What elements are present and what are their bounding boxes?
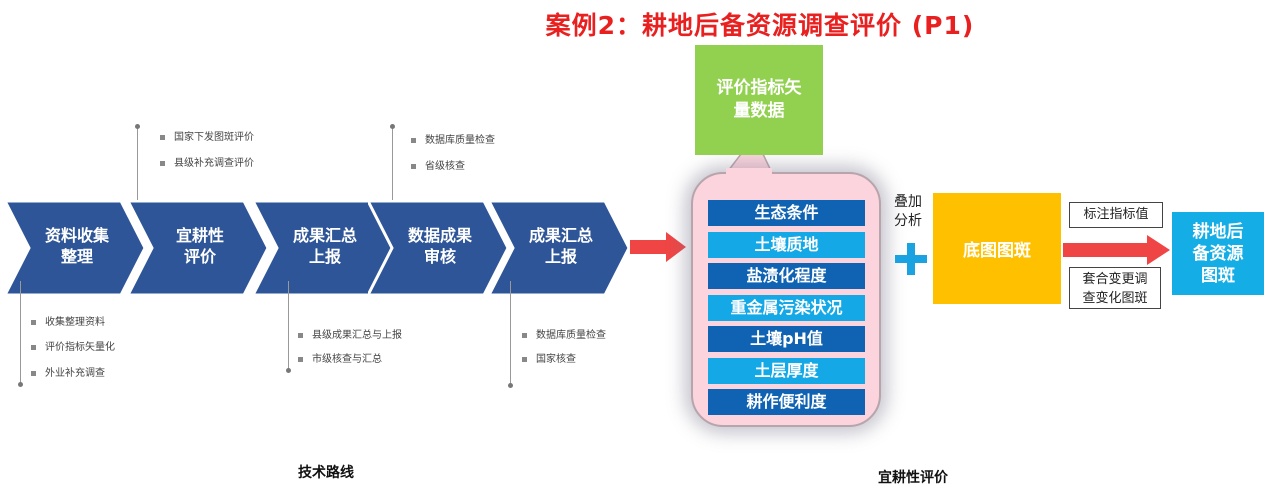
indicator-item: 耕作便利度 <box>708 389 865 415</box>
note-item: 国家核查 <box>522 350 576 365</box>
note-item: 省级核查 <box>411 157 465 172</box>
connector-dot <box>135 124 140 129</box>
note-item: 外业补充调查 <box>31 364 105 379</box>
caption-right: 宜耕性评价 <box>878 470 948 486</box>
connector-dot <box>18 382 23 387</box>
process-step: 成果汇总 上报 <box>489 201 629 295</box>
vector-data-box: 评价指标矢 量数据 <box>695 45 823 155</box>
indicator-item: 生态条件 <box>708 200 865 226</box>
result-box: 耕地后 备资源 图斑 <box>1172 212 1264 295</box>
connector-line <box>392 128 393 200</box>
overlay-change-label: 套合变更调 查变化图斑 <box>1069 267 1161 309</box>
bubble-tail-cover <box>726 168 772 178</box>
note-item: 国家下发图斑评价 <box>160 128 254 143</box>
process-step-label: 成果汇总 上报 <box>292 226 357 266</box>
process-step-label: 资料收集 整理 <box>44 226 109 266</box>
arrow-right-icon <box>1063 235 1170 265</box>
note-item: 评价指标矢量化 <box>31 338 115 353</box>
indicator-item: 土层厚度 <box>708 357 865 384</box>
plus-icon <box>895 243 927 275</box>
connector-line <box>20 281 21 385</box>
connector-dot <box>508 383 513 388</box>
note-item: 收集整理资料 <box>31 313 105 328</box>
connector-line <box>288 281 289 371</box>
indicator-item: 重金属污染状况 <box>708 294 865 321</box>
note-item: 县级成果汇总与上报 <box>298 326 402 341</box>
connector-line <box>137 128 138 200</box>
process-step: 数据成果 审核 <box>368 201 508 295</box>
process-step-label: 成果汇总 上报 <box>528 226 593 266</box>
process-step-label: 宜耕性 评价 <box>175 226 224 266</box>
connector-dot <box>390 124 395 129</box>
connector-line <box>510 281 511 386</box>
note-item: 县级补充调查评价 <box>160 154 254 169</box>
caption-left: 技术路线 <box>298 465 354 481</box>
process-step: 成果汇总 上报 <box>253 201 393 295</box>
note-item: 市级核查与汇总 <box>298 350 382 365</box>
base-map-box: 底图图斑 <box>933 193 1061 304</box>
indicator-item: 土壤pH值 <box>708 326 865 352</box>
note-item: 数据库质量检查 <box>411 131 495 146</box>
overlay-label: 叠加 分析 <box>894 194 922 229</box>
note-item: 数据库质量检查 <box>522 326 606 341</box>
page-title: 案例2：耕地后备资源调查评价 (P1) <box>545 11 975 40</box>
indicator-item: 土壤质地 <box>708 231 865 258</box>
connector-dot <box>286 368 291 373</box>
arrow-right-icon <box>630 232 686 262</box>
process-step-label: 数据成果 审核 <box>407 226 472 266</box>
process-step: 资料收集 整理 <box>5 201 145 295</box>
process-step: 宜耕性 评价 <box>128 201 268 295</box>
indicator-item: 盐渍化程度 <box>708 263 865 289</box>
annotate-value-label: 标注指标值 <box>1069 202 1163 228</box>
